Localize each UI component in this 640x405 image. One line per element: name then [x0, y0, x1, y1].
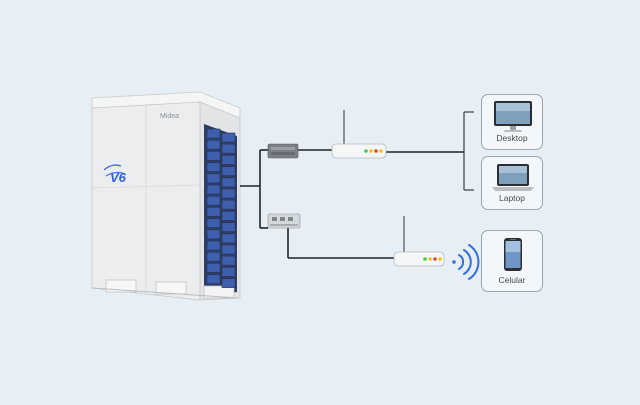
router-upper — [331, 110, 387, 159]
grille-cell — [206, 274, 221, 284]
grille-cell — [206, 240, 221, 251]
grille-cell — [206, 139, 221, 150]
grille-cell — [221, 244, 236, 255]
device-bracket — [463, 111, 474, 191]
device-label-desktop: Desktop — [496, 133, 528, 143]
v6-badge-icon — [103, 164, 124, 177]
grille-cell — [206, 218, 221, 228]
grille-cell — [221, 222, 236, 232]
grille-cell — [221, 143, 236, 154]
brand-logo: Midea — [160, 113, 179, 120]
device-label-laptop: Laptop — [499, 193, 525, 203]
desktop-monitor-icon — [494, 101, 532, 132]
grille-cell — [206, 128, 221, 139]
grille-cell — [206, 263, 221, 273]
grille-cell — [206, 162, 221, 172]
grille-cell — [221, 233, 236, 244]
laptop-icon — [492, 164, 534, 191]
device-card-desktop[interactable]: Desktop — [481, 94, 543, 150]
grille-cell — [206, 173, 221, 184]
grille-cell — [206, 195, 221, 206]
gateway-module-lower — [267, 213, 301, 229]
grille-cell — [221, 211, 236, 221]
grille-cell — [221, 177, 236, 188]
grille-cell — [221, 132, 236, 143]
grille-cell — [221, 267, 236, 277]
smartphone-icon — [504, 238, 522, 271]
grille-cell — [221, 188, 236, 199]
grille-cell — [206, 151, 221, 161]
wifi-signal-icon — [452, 244, 480, 280]
device-card-laptop[interactable]: Laptop — [481, 156, 543, 210]
grille-cell — [221, 155, 236, 165]
grille-cell — [206, 184, 221, 195]
grille-cell — [206, 207, 221, 217]
device-label-phone: Celular — [498, 275, 526, 285]
fan-grille — [206, 128, 236, 288]
router-lower — [393, 216, 445, 267]
grille-cell — [221, 278, 236, 288]
network-cabling — [240, 149, 464, 259]
grille-cell — [221, 166, 236, 176]
gateway-module-upper — [267, 143, 299, 159]
grille-cell — [221, 199, 236, 210]
grille-cell — [221, 255, 236, 266]
model-badge: V6 — [110, 170, 127, 185]
grille-cell — [206, 251, 221, 262]
grille-cell — [206, 229, 221, 240]
device-card-phone[interactable]: Celular — [481, 230, 543, 292]
